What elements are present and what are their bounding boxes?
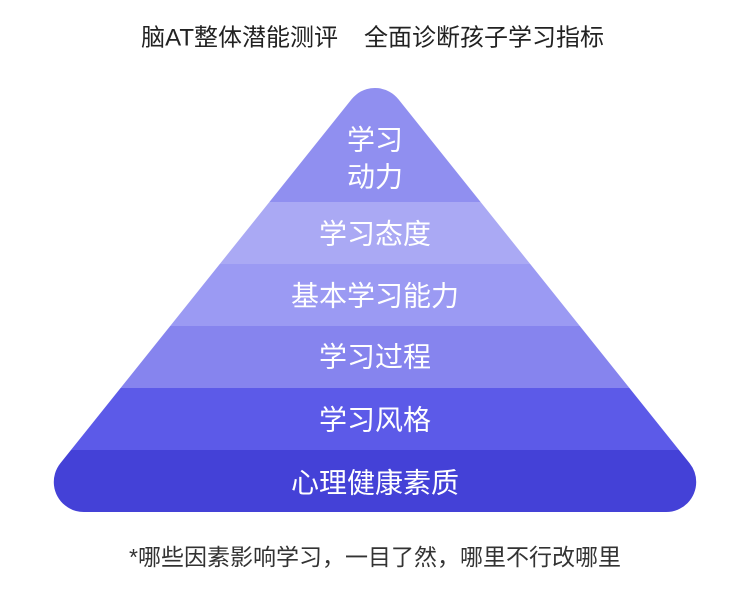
pyramid-layer-4 — [0, 326, 750, 388]
pyramid-layer-5 — [0, 388, 750, 450]
pyramid-layer-6 — [0, 450, 750, 520]
pyramid-layer-3 — [0, 264, 750, 326]
layer-6-label: 心理健康素质 — [291, 468, 459, 499]
layer-1-label-line-2: 动力 — [347, 162, 403, 193]
layer-3-label: 基本学习能力 — [291, 281, 459, 312]
layer-2-label: 学习态度 — [319, 219, 431, 250]
layer-1-label-line-1: 学习 — [347, 125, 403, 156]
caption: *哪些因素影响学习，一目了然，哪里不行改哪里 — [129, 544, 621, 570]
page-title-right: 全面诊断孩子学习指标 — [364, 25, 604, 52]
layer-5-label: 学习风格 — [319, 405, 431, 436]
pyramid-layer-1 — [0, 60, 750, 202]
pyramid-layer-2 — [0, 202, 750, 264]
page-title-left: 脑AT整体潜能测评 — [141, 25, 338, 52]
pyramid — [0, 60, 750, 520]
layer-4-label: 学习过程 — [319, 342, 431, 373]
